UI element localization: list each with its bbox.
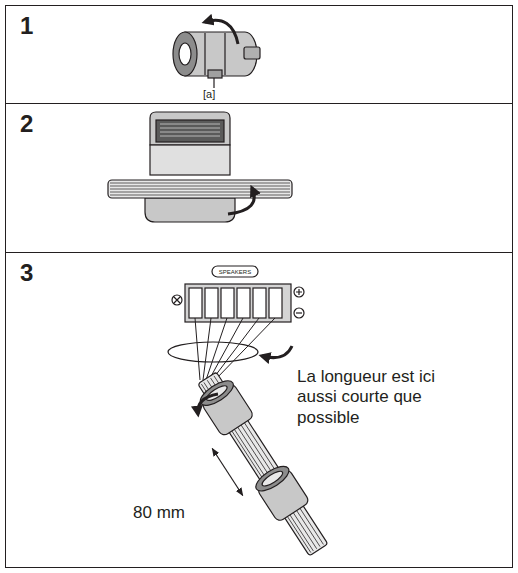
ferrite-core [173,32,260,88]
step-panel: 1 [5,5,513,104]
cable [108,180,292,198]
step-number: 2 [20,112,33,136]
dimension-label: 80 mm [133,503,203,523]
part-label: [a] [203,88,233,101]
note-text: La longueur est ici aussi courte que pos… [297,367,462,428]
step-panel: 3 [5,252,513,568]
step-number: 3 [20,261,33,285]
terminal-label: SPEAKERS [212,267,258,278]
pointer-arrow [262,346,292,358]
open-core [145,112,235,222]
step-panel: 2 [5,103,513,253]
turn-arrow [198,394,218,414]
speaker-wires [168,318,275,380]
close-arrow [228,188,254,214]
open-arrow [205,20,238,44]
step-number: 1 [20,14,33,38]
terminal-block [172,266,304,322]
